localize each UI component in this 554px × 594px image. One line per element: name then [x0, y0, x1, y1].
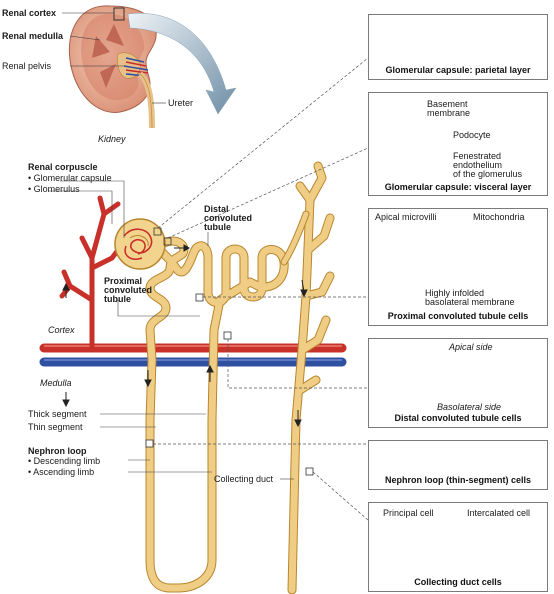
panel-loop-cells: Nephron loop (thin-segment) cells	[368, 440, 548, 490]
panel-dct-cells: Apical side Basolateral side Distal conv…	[368, 338, 548, 428]
label-proximal-1: Proximal	[104, 276, 143, 286]
label-ureter: Ureter	[168, 98, 194, 108]
label-proximal-2: convoluted	[104, 285, 153, 295]
label-ascending-limb: • Ascending limb	[28, 467, 95, 477]
label-distal-3: tubule	[204, 222, 231, 232]
label-podocyte: Podocyte	[453, 130, 491, 140]
label-infolded-2: basolateral membrane	[425, 297, 515, 307]
sample-markers	[145, 293, 314, 476]
caption-visceral: Glomerular capsule: visceral layer	[384, 182, 532, 192]
nephron-tubules	[145, 161, 335, 594]
label-mitochondria: Mitochondria	[473, 212, 525, 222]
label-renal-corpuscle: Renal corpuscle	[28, 162, 98, 172]
panel-pct-cells: Apical microvilli Mitochondria Highly in…	[368, 208, 548, 326]
caption-dct: Distal convoluted tubule cells	[394, 413, 522, 423]
label-glomerulus: • Glomerulus	[28, 184, 80, 194]
label-infolded-1: Highly infolded	[425, 288, 485, 298]
label-medulla: Medulla	[40, 378, 72, 388]
panel-cd-cells: Principal cell Intercalated cell Collect…	[368, 502, 548, 592]
label-renal-cortex: Renal cortex	[2, 8, 57, 18]
label-kidney: Kidney	[98, 134, 126, 144]
renal-corpuscle-illustration	[114, 218, 172, 270]
label-basement-1: Basement	[427, 99, 468, 109]
label-distal-1: Distal	[204, 204, 229, 214]
caption-pct: Proximal convoluted tubule cells	[387, 311, 529, 321]
label-nephron-loop: Nephron loop	[28, 446, 87, 456]
label-cortex: Cortex	[48, 325, 75, 335]
label-apical-side: Apical side	[449, 342, 493, 352]
caption-loop: Nephron loop (thin-segment) cells	[384, 475, 531, 485]
label-distal-2: convoluted	[204, 213, 253, 223]
leader-lines	[48, 180, 294, 480]
label-glomerular-capsule: • Glomerular capsule	[28, 173, 112, 183]
panel-visceral-layer: Basement membrane Podocyte Fenestrated e…	[368, 92, 548, 196]
label-renal-pelvis: Renal pelvis	[2, 61, 52, 71]
label-descending-limb: • Descending limb	[28, 456, 101, 466]
callout-lines	[153, 57, 369, 521]
label-intercalated-cell: Intercalated cell	[467, 508, 531, 518]
label-fenestrated-3: of the glomerulus	[453, 169, 523, 179]
label-fenestrated-1: Fenestrated	[453, 151, 502, 161]
label-thick-segment: Thick segment	[28, 409, 87, 419]
label-proximal-3: tubule	[104, 294, 131, 304]
label-renal-medulla: Renal medulla	[2, 31, 64, 41]
label-fenestrated-2: endothelium	[453, 160, 503, 170]
label-collecting-duct: Collecting duct	[214, 474, 274, 484]
blood-vessels	[39, 195, 347, 367]
panel-parietal-layer: Glomerular capsule: parietal layer	[368, 14, 548, 80]
label-thin-segment: Thin segment	[28, 422, 83, 432]
caption-parietal: Glomerular capsule: parietal layer	[385, 65, 531, 75]
label-principal-cell: Principal cell	[383, 508, 434, 518]
label-apical-microvilli: Apical microvilli	[375, 212, 437, 222]
label-basolateral-side: Basolateral side	[437, 402, 502, 412]
label-basement-2: membrane	[427, 108, 471, 118]
caption-cd: Collecting duct cells	[414, 577, 502, 587]
flow-arrows	[62, 244, 308, 428]
kidney-illustration	[62, 5, 237, 129]
